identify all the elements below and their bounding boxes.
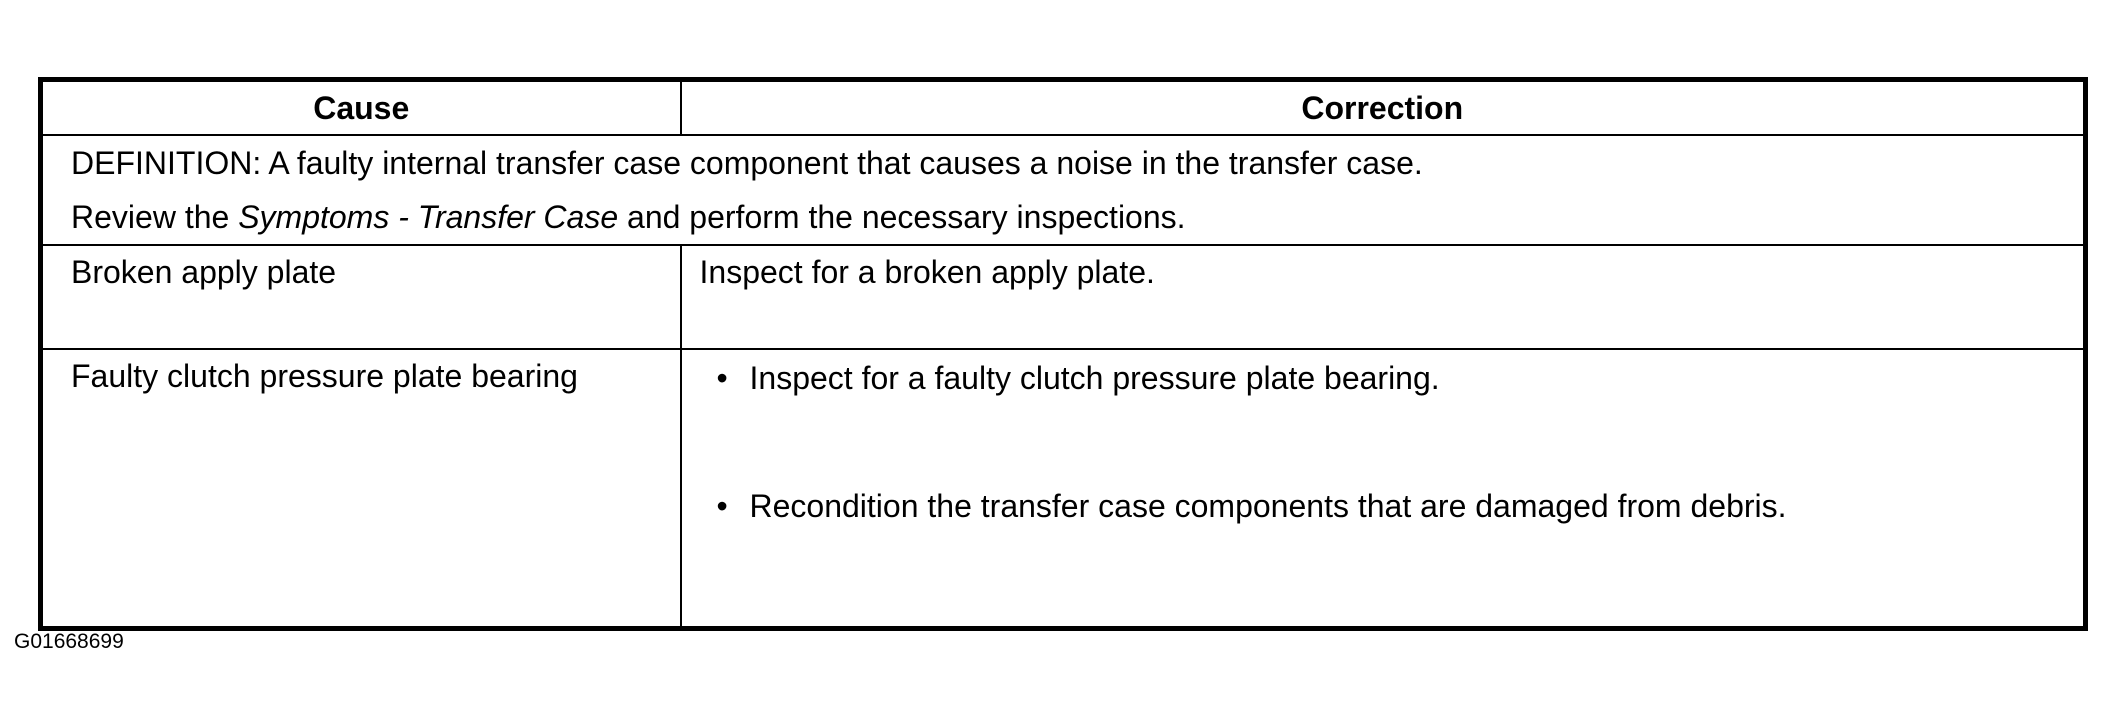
cause-header: Cause [39,78,682,136]
cause-cell: Faulty clutch pressure plate bearing [39,348,682,630]
symptoms-reference: Symptoms - Transfer Case [238,199,619,235]
correction-cell: Inspect for a broken apply plate. [679,244,2087,350]
figure-id: G01668699 [14,630,124,653]
correction-list: • Inspect for a faulty clutch pressure pl… [700,358,2084,526]
definition-text: DEFINITION: A faulty internal transfer c… [71,145,1423,181]
list-item-text: Inspect for a faulty clutch pressure pla… [749,360,1440,396]
table-row: Faulty clutch pressure plate bearing • In… [39,348,2087,630]
correction-header: Correction [679,78,2087,136]
correction-cell: • Inspect for a faulty clutch pressure pl… [679,348,2087,630]
bullet-icon: • [716,360,728,396]
review-instruction: Review the Symptoms - Transfer Case and … [71,190,2083,244]
bullet-icon: • [716,488,728,524]
table-row: Broken apply plate Inspect for a broken … [39,244,2087,350]
list-item: • Recondition the transfer case component… [700,486,2084,526]
diagnostic-table: Cause Correction DEFINITION: A faulty in… [38,77,2088,631]
definition-cell: DEFINITION: A faulty internal transfer c… [39,134,2087,246]
review-prefix: Review the [71,199,239,235]
review-suffix: and perform the necessary inspections. [618,199,1186,235]
cause-cell: Broken apply plate [39,244,682,350]
header-row: Cause Correction [39,78,2087,136]
list-item: • Inspect for a faulty clutch pressure pl… [700,358,2084,398]
definition-row: DEFINITION: A faulty internal transfer c… [39,134,2087,246]
list-item-text: Recondition the transfer case components… [749,488,1787,524]
